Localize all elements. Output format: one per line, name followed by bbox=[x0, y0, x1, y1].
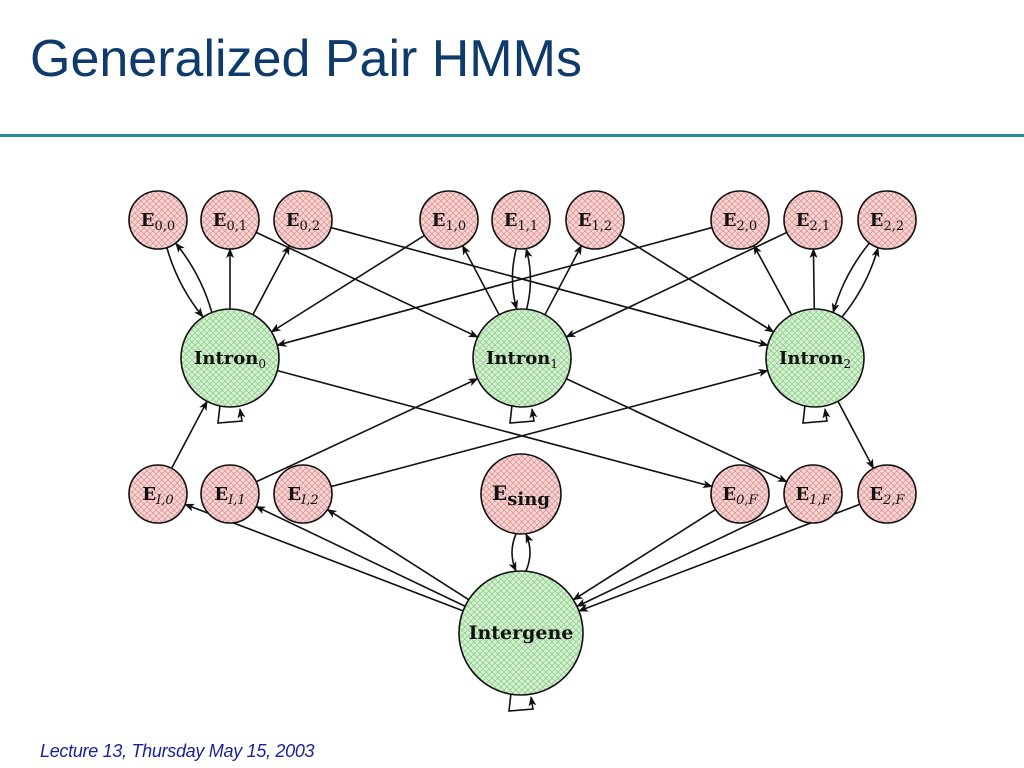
node-circle bbox=[480, 453, 562, 535]
node-e02: E0,2 bbox=[273, 190, 333, 250]
edge-EI2-to-I2 bbox=[330, 369, 769, 488]
edge-E1F-to-IG bbox=[576, 505, 788, 608]
node-ei0: EI,0 bbox=[128, 464, 188, 524]
edge-I2-to-I2 bbox=[802, 404, 831, 424]
node-i1: Intron1 bbox=[472, 308, 572, 408]
edge-I0-to-E02 bbox=[252, 244, 291, 316]
node-e0f: E0,F bbox=[710, 464, 770, 524]
edge-I0-to-E0F bbox=[277, 369, 713, 489]
edge-E21-to-I1 bbox=[565, 231, 788, 338]
node-label: E1,2 bbox=[578, 210, 612, 234]
edge-I2-to-E22 bbox=[841, 247, 880, 318]
node-label: E2,2 bbox=[870, 210, 904, 234]
node-ig: Intergene bbox=[458, 570, 584, 696]
edge-IG-to-Esing bbox=[525, 533, 534, 572]
edge-E10-to-I0 bbox=[270, 234, 425, 333]
node-ei1: EI,1 bbox=[200, 464, 260, 524]
node-label: Esing bbox=[492, 481, 550, 510]
edge-E01-to-I1 bbox=[255, 231, 479, 338]
node-label: E0,0 bbox=[141, 210, 175, 234]
node-label: E1,1 bbox=[504, 210, 538, 234]
edge-IG-to-IG bbox=[508, 692, 537, 712]
node-e2f: E2,F bbox=[857, 464, 917, 524]
node-i0: Intron0 bbox=[180, 308, 280, 408]
node-label: EI,2 bbox=[287, 484, 318, 508]
node-e22: E2,2 bbox=[857, 190, 917, 250]
node-label: E2,0 bbox=[723, 210, 757, 234]
edge-E0F-to-IG bbox=[572, 508, 716, 601]
node-circle bbox=[783, 190, 843, 250]
node-label: EI,1 bbox=[214, 484, 245, 508]
node-e10: E1,0 bbox=[419, 190, 479, 250]
node-e21: E2,1 bbox=[783, 190, 843, 250]
edge-I1-to-I1 bbox=[509, 404, 538, 424]
node-esing: Esing bbox=[480, 453, 562, 535]
edge-E02-to-I2 bbox=[330, 226, 769, 347]
node-label: E2,1 bbox=[796, 210, 830, 234]
node-ei2: EI,2 bbox=[273, 464, 333, 524]
node-e20: E2,0 bbox=[710, 190, 770, 250]
node-circle bbox=[857, 190, 917, 250]
edge-I2-to-E2F bbox=[837, 400, 875, 470]
node-e1f: E1,F bbox=[783, 464, 843, 524]
nodes-layer: E0,0 E0,1 E0,2 E1,0 E1,1 E1,2 E2,0 E2,1 E2,2Intr… bbox=[128, 190, 917, 696]
edge-I1-to-E1F bbox=[566, 378, 788, 483]
node-circle bbox=[710, 464, 770, 524]
node-circle bbox=[472, 308, 572, 408]
node-circle bbox=[128, 190, 188, 250]
node-label: Intron0 bbox=[194, 348, 266, 371]
node-e00: E0,0 bbox=[128, 190, 188, 250]
node-label: E2,F bbox=[869, 484, 905, 508]
node-e11: E1,1 bbox=[491, 190, 551, 250]
edge-I0-to-I0 bbox=[217, 404, 246, 424]
node-circle bbox=[765, 308, 865, 408]
node-circle bbox=[419, 190, 479, 250]
node-label: E1,F bbox=[795, 484, 831, 508]
edge-Esing-to-IG bbox=[508, 533, 517, 572]
edge-I1-to-E11 bbox=[524, 247, 533, 310]
node-circle bbox=[180, 308, 280, 408]
edge-I2-to-E20 bbox=[753, 244, 793, 316]
node-circle bbox=[857, 464, 917, 524]
edge-I1-to-E12 bbox=[544, 244, 583, 316]
node-label: E0,F bbox=[722, 484, 758, 508]
slide-title: Generalized Pair HMMs bbox=[30, 30, 582, 88]
node-circle bbox=[200, 190, 260, 250]
node-e12: E1,2 bbox=[565, 190, 625, 250]
node-i2: Intron2 bbox=[765, 308, 865, 408]
node-label: E1,0 bbox=[432, 210, 466, 234]
node-circle bbox=[458, 570, 584, 696]
edge-I2-to-E21 bbox=[809, 247, 818, 310]
node-circle bbox=[273, 190, 333, 250]
edge-E00-to-I0 bbox=[166, 247, 204, 318]
edge-EI0-to-I0 bbox=[170, 400, 208, 469]
footer-lecture-info: Lecture 13, Thursday May 15, 2003 bbox=[40, 741, 315, 761]
node-e01: E0,1 bbox=[200, 190, 260, 250]
node-label: Intergene bbox=[469, 622, 574, 644]
node-label: EI,0 bbox=[142, 484, 173, 508]
node-label: E0,2 bbox=[286, 210, 320, 234]
edges-layer bbox=[166, 226, 880, 712]
edge-I1-to-E10 bbox=[461, 244, 500, 316]
node-circle bbox=[273, 464, 333, 524]
node-circle bbox=[710, 190, 770, 250]
node-circle bbox=[783, 464, 843, 524]
edge-IG-to-EI1 bbox=[255, 505, 466, 607]
edge-EI1-to-I1 bbox=[255, 377, 479, 483]
node-label: Intron1 bbox=[486, 348, 558, 371]
node-circle bbox=[565, 190, 625, 250]
node-circle bbox=[200, 464, 260, 524]
node-label: Intron2 bbox=[779, 348, 851, 371]
node-label: E0,1 bbox=[213, 210, 247, 234]
edge-I0-to-E00 bbox=[175, 242, 213, 313]
edge-E12-to-I2 bbox=[619, 234, 775, 333]
edge-E20-to-I0 bbox=[276, 226, 713, 347]
title-divider bbox=[0, 134, 1024, 137]
edge-E11-to-I1 bbox=[510, 248, 519, 311]
edge-IG-to-EI2 bbox=[326, 508, 470, 601]
node-circle bbox=[491, 190, 551, 250]
edge-E22-to-I2 bbox=[831, 242, 870, 314]
node-circle bbox=[128, 464, 188, 524]
